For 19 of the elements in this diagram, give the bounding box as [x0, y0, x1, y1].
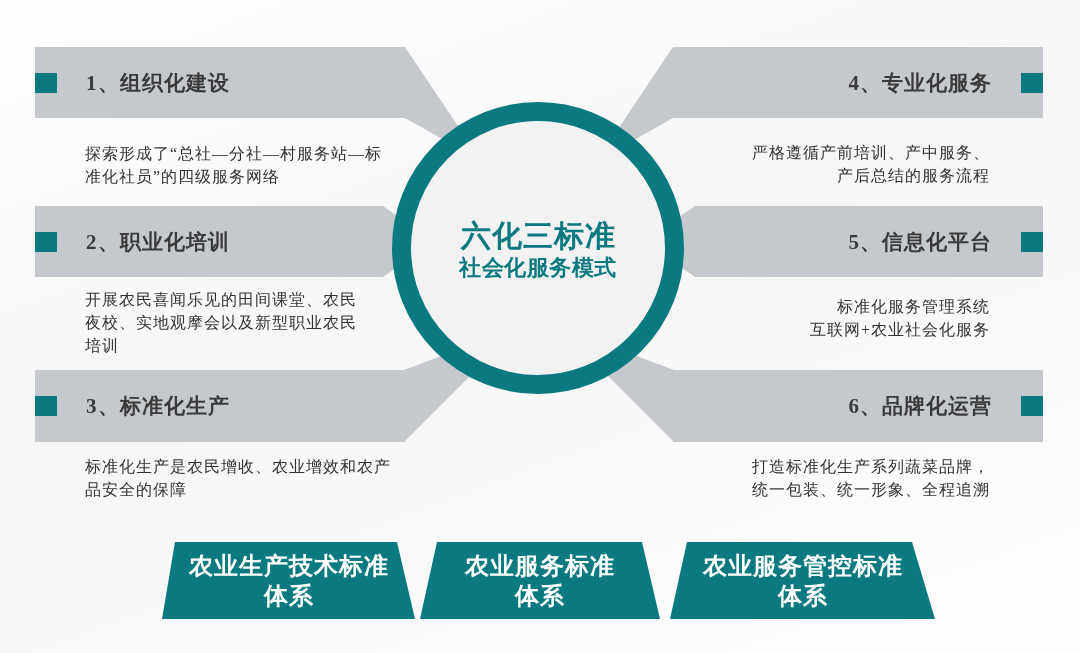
trapezoid-label: 农业服务管控标准体系 — [701, 551, 904, 611]
hub-subtitle: 社会化服务模式 — [459, 254, 617, 282]
band-heading: 3、标准化生产 — [86, 393, 230, 420]
band-heading: 5、信息化平台 — [848, 228, 992, 256]
hub-title: 六化三标准 — [460, 218, 616, 254]
description-text: 标准化生产是农民增收、农业增效和农产品安全的保障 — [85, 457, 392, 500]
heading-band — [678, 206, 1043, 277]
description-text: 严格遵循产前培训、产中服务、产后总结的服务流程 — [751, 143, 990, 186]
description-text: 探索形成了“总社—分社—村服务站—标准化社员”的四级服务网络 — [85, 144, 384, 187]
description-text: 互联网+农业社会化服务 — [808, 320, 990, 340]
band-heading: 2、职业化培训 — [86, 228, 230, 256]
band-heading: 4、专业化服务 — [848, 69, 992, 97]
description-text: 打造标准化生产系列蔬菜品牌，统一包装、统一形象、全程追溯 — [751, 457, 990, 500]
trapezoid-label: 农业服务标准体系 — [463, 551, 616, 611]
description-text: 标准化服务管理系统 — [836, 297, 990, 317]
band-heading: 1、组织化建设 — [86, 69, 230, 97]
description-text: 开展农民喜闻乐见的田间课堂、农民夜校、实地观摩会以及新型职业农民培训 — [85, 290, 358, 356]
band-heading: 6、品牌化运营 — [848, 393, 992, 420]
trapezoid-label: 农业生产技术标准体系 — [187, 551, 390, 611]
